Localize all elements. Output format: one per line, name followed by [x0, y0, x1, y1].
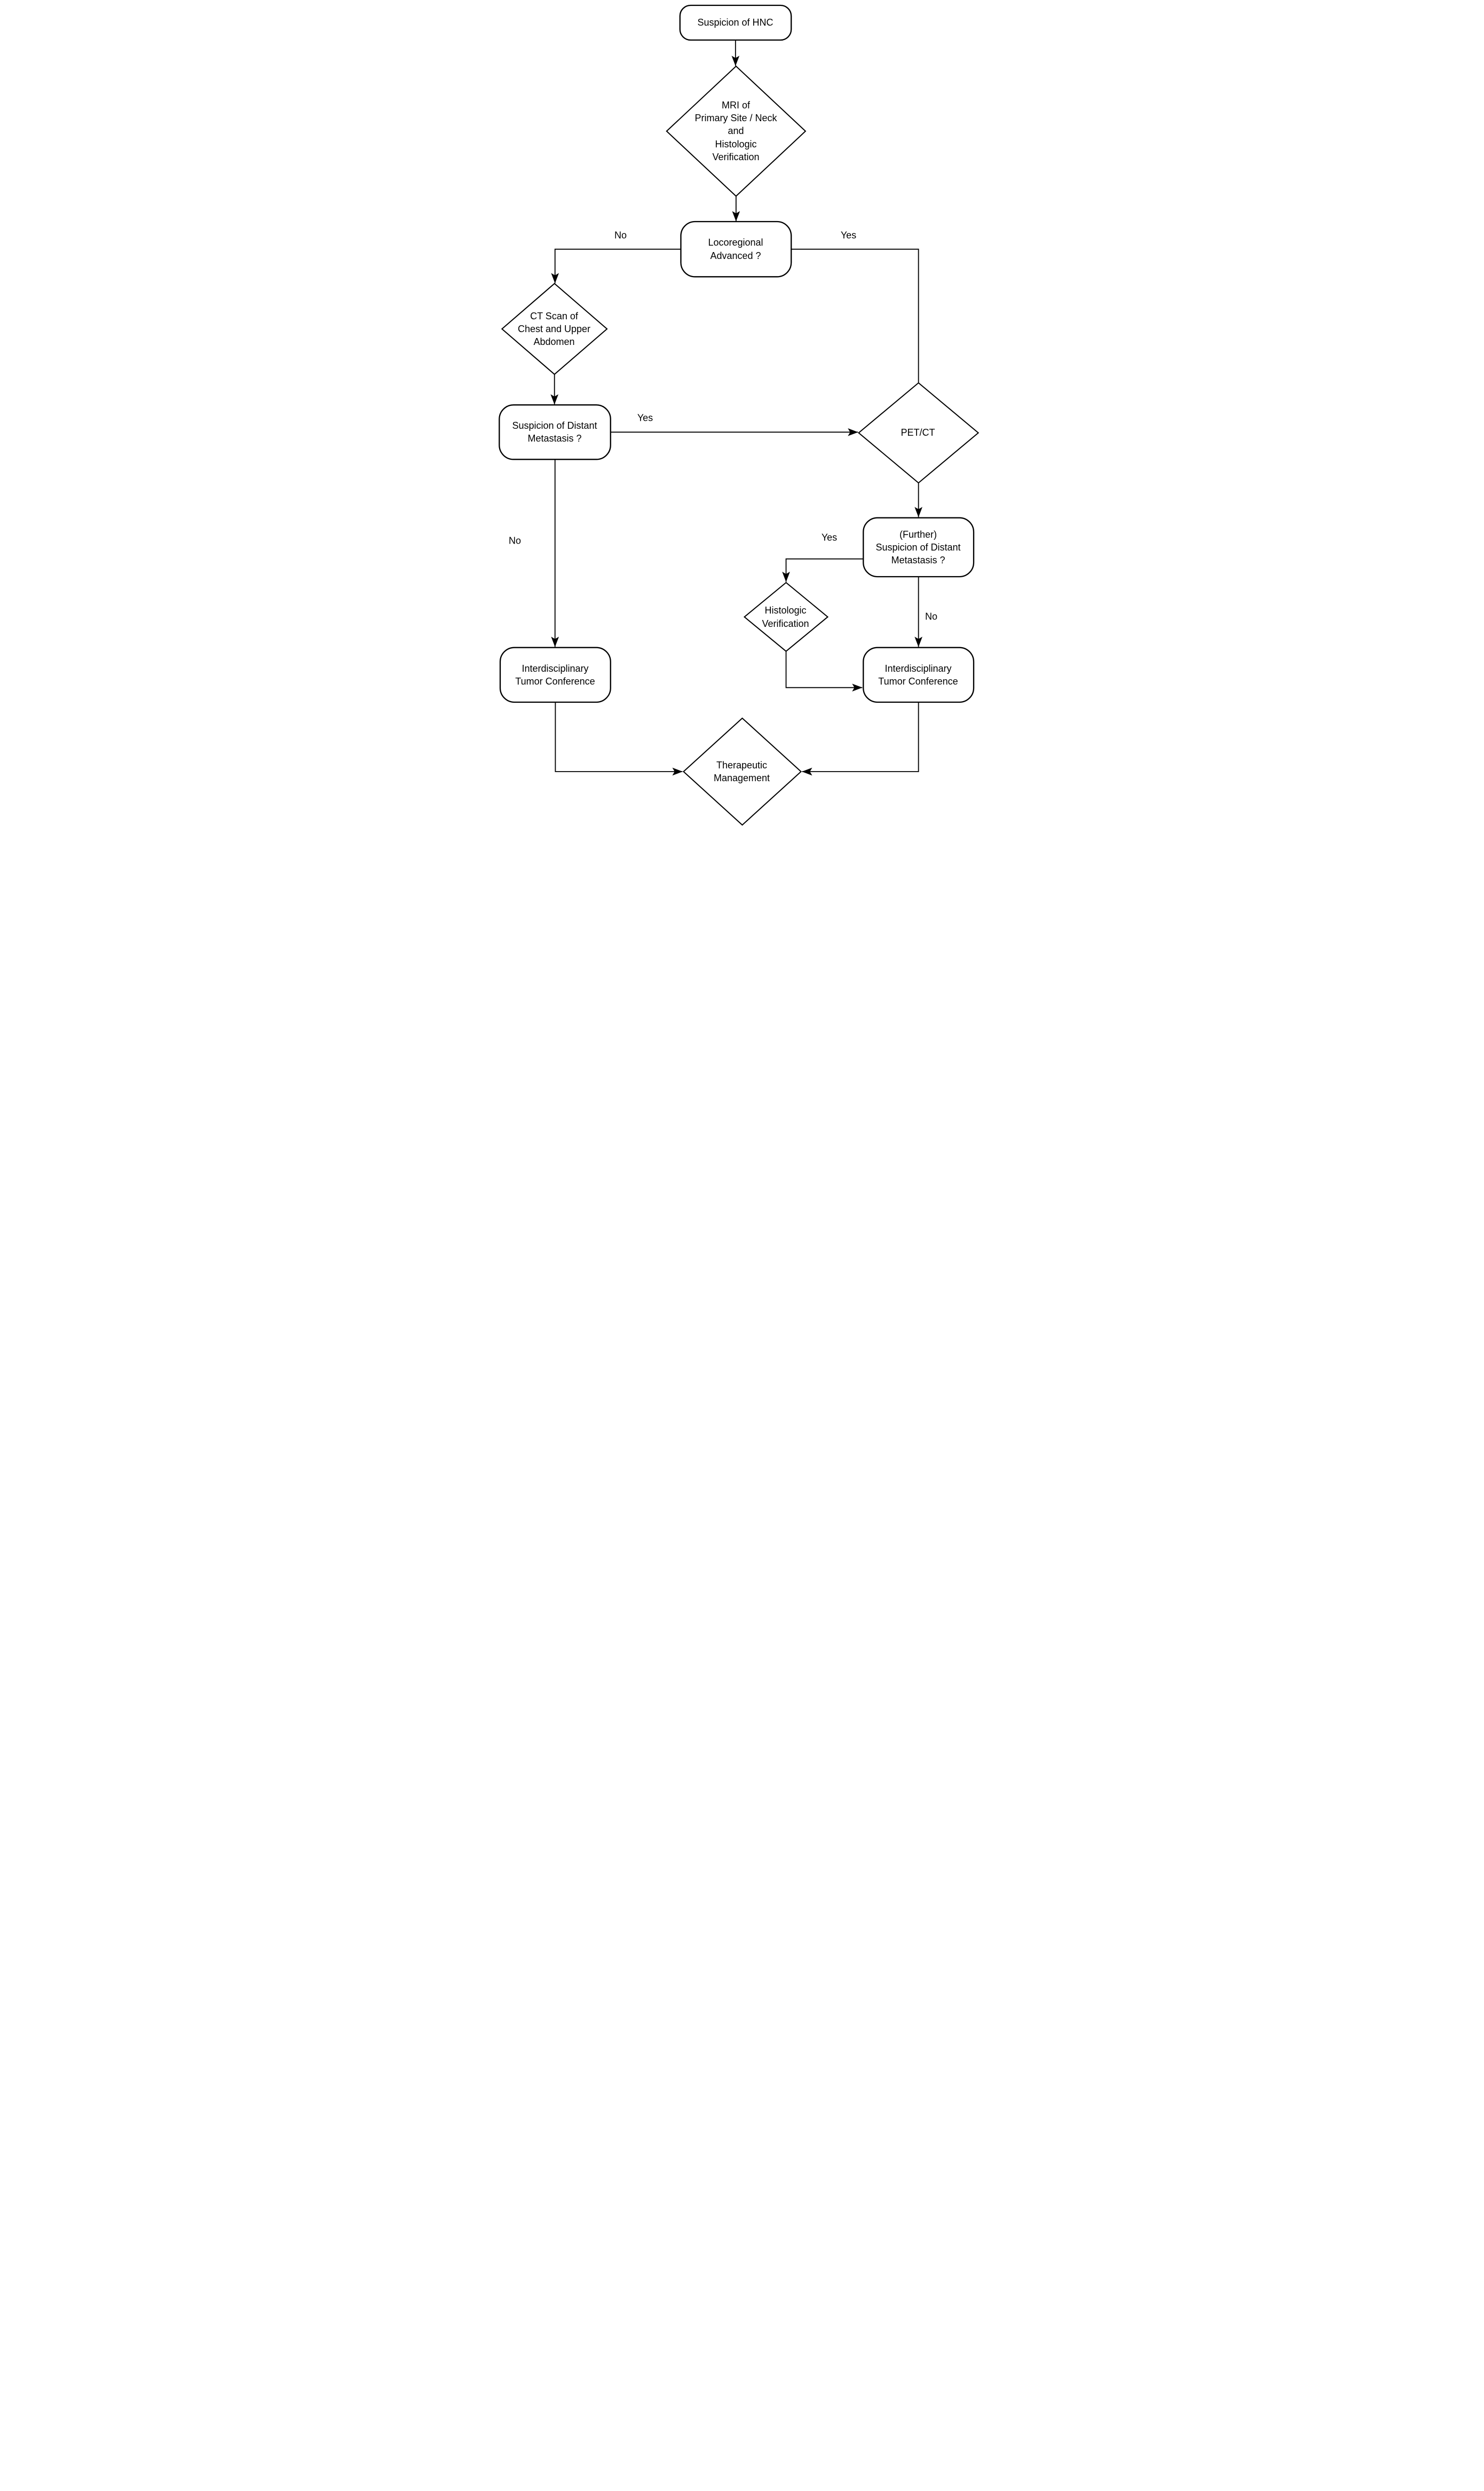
node-shape-suspicion-hnc [679, 4, 792, 41]
node-shape-pet-ct [857, 382, 979, 484]
node-shape-further-suspicion [862, 517, 974, 578]
edge-histologic-to-conference-right [785, 651, 863, 691]
node-shape-therapeutic-management [682, 717, 802, 826]
flowchart-canvas: Suspicion of HNC MRI of Primary Site / N… [494, 0, 990, 830]
node-shape-mri [665, 65, 806, 197]
edge-conference-right-to-therapeutic [801, 702, 919, 776]
node-shape-tumor-conference-left [499, 647, 611, 703]
node-shape-locoregional [680, 221, 792, 278]
edge-further-suspicion-yes-to-histologic [782, 558, 863, 582]
node-shapes-group [498, 4, 979, 826]
edge-locoregional-yes-to-pet-ct [791, 248, 919, 383]
edge-conference-left-to-therapeutic [554, 702, 683, 776]
node-shape-suspicion-distant [498, 404, 611, 460]
flowchart-svg [498, 4, 979, 826]
node-shape-tumor-conference-right [862, 647, 974, 703]
edges-group [550, 40, 922, 776]
node-shape-histologic-verification [743, 582, 828, 652]
edge-locoregional-no-to-ct-scan [550, 248, 681, 284]
node-shape-ct-scan [501, 282, 608, 375]
